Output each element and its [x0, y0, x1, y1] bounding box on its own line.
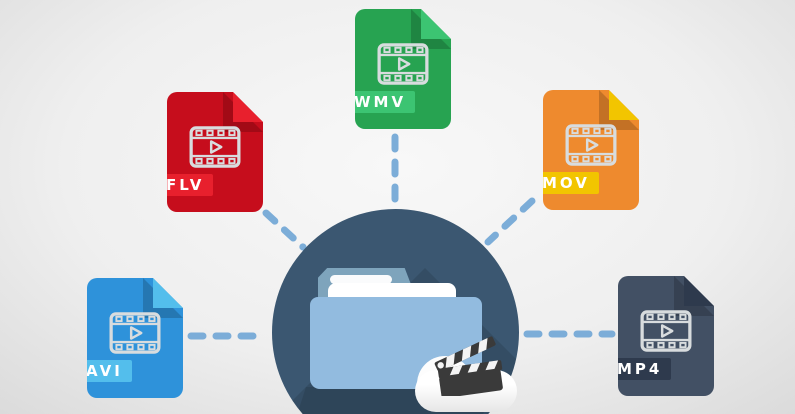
connector-flv: [262, 209, 307, 251]
file-card-wmv: WMV: [355, 9, 451, 129]
file-card-mov: MOV: [543, 90, 639, 210]
file-card-avi: AVI: [87, 278, 183, 398]
connector-mov: [484, 197, 536, 246]
film-strip-icon: [109, 312, 161, 354]
format-badge: FLV: [155, 174, 213, 196]
folded-corner-icon: [609, 90, 639, 120]
file-card-flv: FLV: [167, 92, 263, 212]
folded-corner-icon: [421, 9, 451, 39]
folded-corner-icon: [233, 92, 263, 122]
format-badge: MP4: [606, 358, 671, 380]
hub-circle: [272, 209, 519, 414]
cloud-badge: [413, 336, 519, 414]
film-strip-icon: [189, 126, 241, 168]
film-strip-icon: [377, 43, 429, 85]
format-badge: WMV: [343, 91, 415, 113]
film-strip-icon: [640, 310, 692, 352]
folder-highlight: [330, 275, 392, 284]
file-card-mp4: MP4: [618, 276, 714, 396]
clapperboard-icon: [434, 336, 503, 396]
folded-corner-icon: [684, 276, 714, 306]
format-badge: AVI: [75, 360, 132, 382]
format-badge: MOV: [531, 172, 599, 194]
film-strip-icon: [565, 124, 617, 166]
folded-corner-icon: [153, 278, 183, 308]
